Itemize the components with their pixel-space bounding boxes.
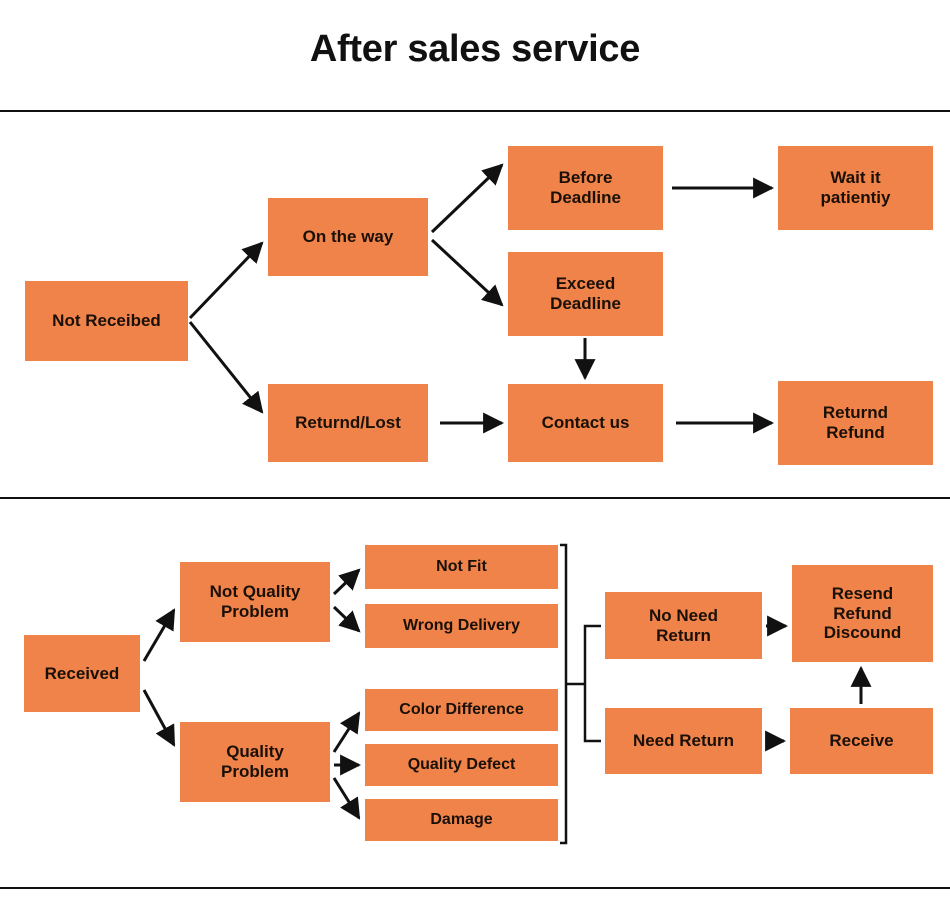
node-quality-defect[interactable]: Quality Defect [365,744,558,786]
node-received[interactable]: Received [24,635,140,712]
edge-on-the-way-to-before-deadline [430,163,504,234]
node-exceed-deadline[interactable]: Exceed Deadline [508,252,663,336]
node-returnd-refund[interactable]: Returnd Refund [778,381,933,465]
bracket-branch-down [583,684,601,743]
page-title: After sales service [309,28,641,70]
node-color-difference[interactable]: Color Difference [365,689,558,731]
edge-not-quality-problem-to-not-fit [332,568,361,596]
node-not-quality-problem[interactable]: Not Quality Problem [180,562,330,642]
edge-quality-problem-to-damage [332,777,361,820]
node-not-receibed[interactable]: Not Receibed [25,281,188,361]
node-on-the-way[interactable]: On the way [268,198,428,276]
node-receive[interactable]: Receive [790,708,933,774]
divider-middle [0,497,950,499]
bracket-branch-up [583,624,601,684]
node-quality-problem[interactable]: Quality Problem [180,722,330,802]
divider-top [0,110,950,112]
node-wait-it-patientiy[interactable]: Wait it patientiy [778,146,933,230]
node-need-return[interactable]: Need Return [605,708,762,774]
node-before-deadline[interactable]: Before Deadline [508,146,663,230]
edge-not-quality-problem-to-wrong-delivery [332,605,361,633]
edge-received-to-not-quality-problem [142,608,176,662]
node-damage[interactable]: Damage [365,799,558,841]
node-returnd-lost[interactable]: Returnd/Lost [268,384,428,462]
edge-not-receibed-to-returnd-lost [188,321,264,414]
bracket-grouping [560,543,568,845]
edge-received-to-quality-problem [142,689,176,747]
node-no-need-return[interactable]: No Need Return [605,592,762,659]
edge-not-receibed-to-on-the-way [188,241,264,320]
edge-on-the-way-to-exceed-deadline [430,238,504,307]
node-resend-refund-discound[interactable]: Resend Refund Discound [792,565,933,662]
node-contact-us[interactable]: Contact us [508,384,663,462]
divider-bottom [0,887,950,889]
edge-quality-problem-to-color-difference [332,711,361,753]
node-not-fit[interactable]: Not Fit [365,545,558,589]
node-wrong-delivery[interactable]: Wrong Delivery [365,604,558,648]
